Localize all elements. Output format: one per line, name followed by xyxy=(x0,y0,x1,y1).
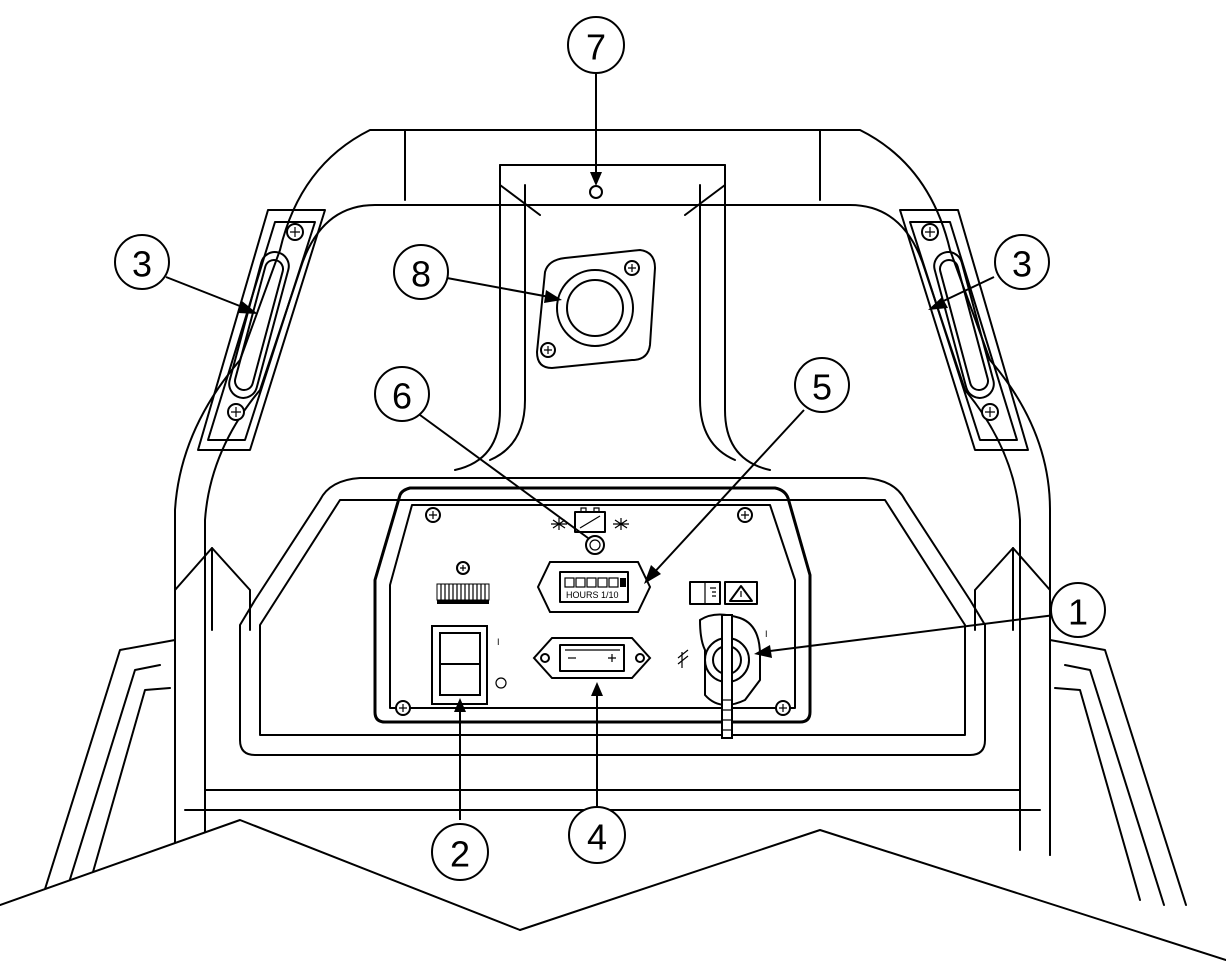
callout-6: 6 xyxy=(374,366,430,422)
svg-text:4: 4 xyxy=(587,817,607,858)
control-panel xyxy=(373,486,812,724)
center-column xyxy=(454,164,771,471)
key-switch-mark: I xyxy=(765,629,768,639)
hour-meter-units: HOURS 1/10 xyxy=(566,590,619,600)
battery-gauge-icon xyxy=(565,649,620,662)
callout-7: 7 xyxy=(567,16,625,74)
left-grip xyxy=(197,209,326,451)
callout-1: 1 xyxy=(1050,582,1106,638)
callout-3-right: 3 xyxy=(994,234,1050,290)
console-frame xyxy=(239,477,986,756)
manual-book-icon xyxy=(689,581,721,605)
switch-on-mark: I xyxy=(497,637,500,647)
main-power-switch[interactable]: I xyxy=(431,561,507,705)
svg-text:8: 8 xyxy=(411,254,431,295)
svg-text:6: 6 xyxy=(392,376,412,417)
handle-body xyxy=(174,129,1051,856)
leader-lines xyxy=(165,72,1056,820)
key-switch-icon xyxy=(677,649,689,668)
svg-text:3: 3 xyxy=(132,244,152,285)
hour-meter: HOURS 1/10 xyxy=(536,561,652,613)
panel-screws xyxy=(395,507,791,716)
right-grip xyxy=(899,209,1029,451)
round-connector[interactable] xyxy=(535,248,657,370)
svg-text:3: 3 xyxy=(1012,244,1032,285)
corner-guides xyxy=(174,547,1051,631)
svg-text:7: 7 xyxy=(586,27,606,68)
key-switch[interactable]: I xyxy=(677,581,768,739)
callout-2: 2 xyxy=(431,823,489,881)
warning-triangle-icon xyxy=(724,581,758,605)
break-lines xyxy=(0,819,1226,968)
svg-text:5: 5 xyxy=(812,367,832,408)
callout-5: 5 xyxy=(794,357,850,413)
svg-text:1: 1 xyxy=(1068,592,1088,633)
svg-text:2: 2 xyxy=(450,834,470,875)
callout-4: 4 xyxy=(568,806,626,864)
battery-gauge xyxy=(532,637,652,679)
switch-off-mark xyxy=(495,677,507,689)
top-indicator-hole xyxy=(589,185,603,199)
hour-meter-icon xyxy=(564,577,626,588)
battery-led xyxy=(585,535,605,555)
battery-indicator-icon xyxy=(551,507,629,533)
main-power-switch-icon xyxy=(436,561,490,604)
battery-indicator xyxy=(551,507,629,555)
callout-3-left: 3 xyxy=(114,234,170,290)
callout-8: 8 xyxy=(393,244,449,300)
key-icon xyxy=(721,614,733,739)
